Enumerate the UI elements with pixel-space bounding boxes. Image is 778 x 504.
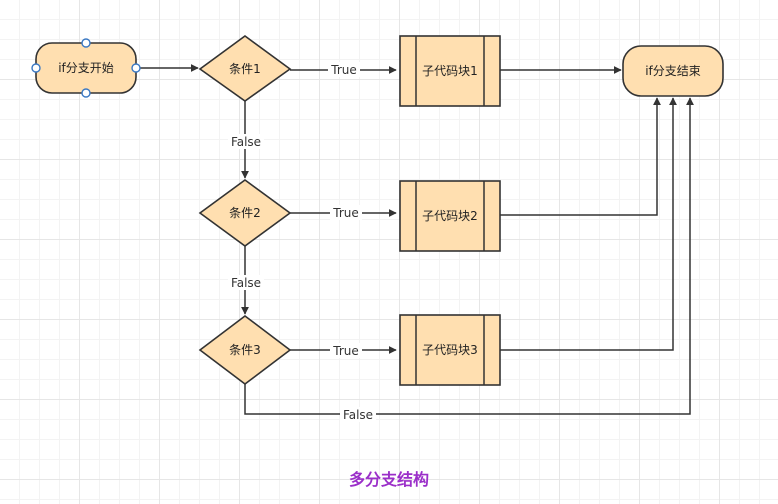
end-node-label: if分支结束	[645, 64, 701, 78]
resize-handle-right[interactable]	[131, 63, 141, 73]
condition-node-2-label: 条件2	[229, 206, 261, 220]
edge-label-true-2: True	[330, 205, 362, 220]
process-node-1-label: 子代码块1	[422, 64, 478, 78]
process-node-3[interactable]: 子代码块3	[399, 314, 501, 386]
condition-node-1[interactable]: 条件1	[198, 35, 292, 102]
edge-block3-end	[500, 97, 677, 351]
svg-text:True: True	[332, 344, 359, 358]
svg-text:False: False	[231, 135, 261, 149]
condition-node-1-label: 条件1	[229, 62, 261, 76]
condition-node-3-label: 条件3	[229, 343, 261, 357]
svg-text:True: True	[330, 63, 357, 77]
process-node-2[interactable]: 子代码块2	[399, 180, 501, 252]
edge-label-true-1: True	[328, 62, 360, 77]
edge-cond3-false-end	[244, 97, 694, 415]
condition-node-2[interactable]: 条件2	[198, 179, 292, 247]
start-node-label: if分支开始	[58, 61, 114, 75]
end-node[interactable]: if分支结束	[622, 45, 724, 97]
start-node[interactable]: if分支开始	[35, 42, 137, 94]
edge-label-false-3: False	[340, 407, 376, 422]
diagram-title: 多分支结构	[348, 470, 429, 489]
edge-label-false-2: False	[228, 275, 264, 290]
edge-label-true-3: True	[330, 343, 362, 358]
resize-handle-top[interactable]	[81, 38, 91, 48]
resize-handle-left[interactable]	[31, 63, 41, 73]
svg-text:False: False	[343, 408, 373, 422]
resize-handle-bottom[interactable]	[81, 88, 91, 98]
edge-block2-end	[500, 97, 661, 216]
svg-text:True: True	[332, 206, 359, 220]
process-node-1[interactable]: 子代码块1	[399, 35, 501, 107]
process-node-2-label: 子代码块2	[422, 209, 478, 223]
edge-label-false-1: False	[228, 134, 264, 149]
svg-text:False: False	[231, 276, 261, 290]
process-node-3-label: 子代码块3	[422, 343, 478, 357]
condition-node-3[interactable]: 条件3	[198, 314, 292, 386]
